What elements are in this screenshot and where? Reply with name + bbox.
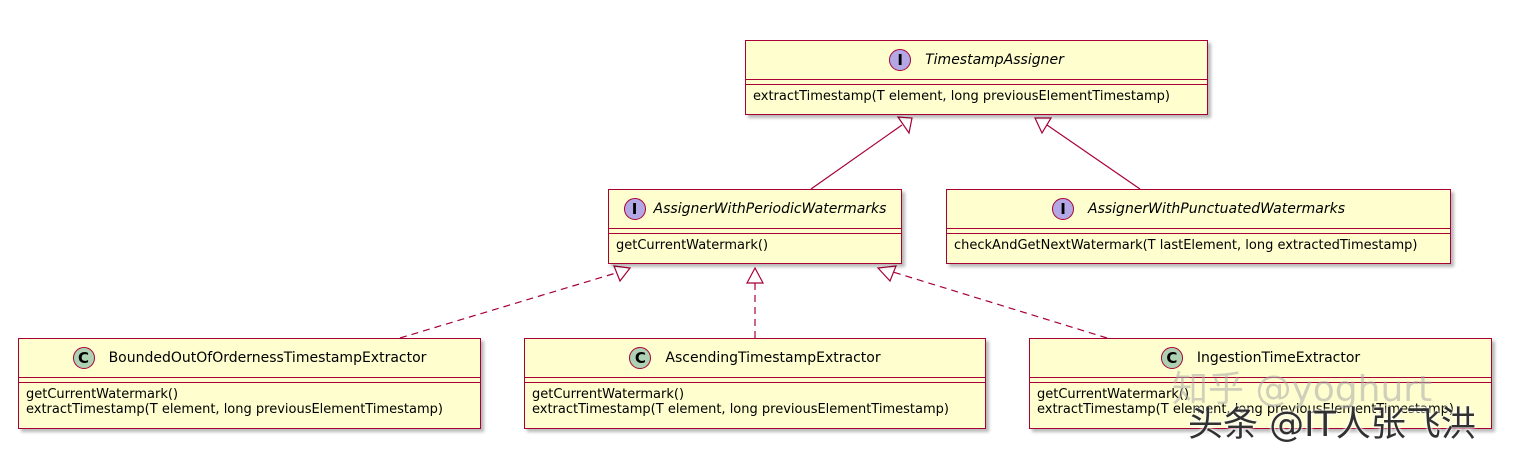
method: extractTimestamp(T element, long previou…	[1037, 402, 1454, 417]
class-name: TimestampAssigner	[925, 52, 1064, 68]
class-name: AscendingTimestampExtractor	[665, 350, 881, 366]
class-header: C AscendingTimestampExtractor	[525, 339, 985, 377]
interface-badge-icon: I	[889, 49, 912, 71]
interface-assigner-with-punctuated-watermarks: I AssignerWithPunctuatedWatermarks check…	[946, 189, 1451, 264]
method-list: getCurrentWatermark()	[616, 238, 897, 253]
method: extractTimestamp(T element, long previou…	[532, 402, 949, 417]
method-list: getCurrentWatermark() extractTimestamp(T…	[26, 387, 476, 417]
class-name: BoundedOutOfOrdernessTimestampExtractor	[108, 350, 427, 366]
class-badge-icon: C	[629, 347, 652, 369]
class-name: IngestionTimeExtractor	[1196, 350, 1361, 366]
attribute-separator	[19, 377, 480, 383]
method: getCurrentWatermark()	[532, 387, 685, 402]
interface-timestamp-assigner: I TimestampAssigner extractTimestamp(T e…	[745, 40, 1208, 115]
method: extractTimestamp(T element, long previou…	[753, 89, 1170, 104]
class-ascending-timestamp-extractor: C AscendingTimestampExtractor getCurrent…	[524, 338, 986, 429]
method-list: getCurrentWatermark() extractTimestamp(T…	[1037, 387, 1487, 417]
edge-punctuated-extends-timestamp-assigner	[1034, 117, 1141, 190]
method-list: extractTimestamp(T element, long previou…	[753, 89, 1203, 104]
edge-ingestion-implements-periodic	[876, 265, 1108, 339]
class-name: AssignerWithPunctuatedWatermarks	[1088, 201, 1345, 217]
class-header: I AssignerWithPunctuatedWatermarks	[947, 190, 1450, 228]
method: getCurrentWatermark()	[1037, 387, 1190, 402]
class-header: I AssignerWithPeriodicWatermarks	[609, 190, 901, 228]
method-list: getCurrentWatermark() extractTimestamp(T…	[532, 387, 981, 417]
interface-badge-icon: I	[623, 198, 646, 220]
method: getCurrentWatermark()	[26, 387, 179, 402]
class-badge-icon: C	[72, 347, 95, 369]
interface-badge-icon: I	[1052, 198, 1074, 220]
edge-periodic-extends-timestamp-assigner	[810, 116, 913, 190]
method: checkAndGetNextWatermark(T lastElement, …	[954, 238, 1418, 253]
attribute-separator	[609, 228, 901, 234]
class-header: C IngestionTimeExtractor	[1030, 339, 1491, 377]
method: extractTimestamp(T element, long previou…	[26, 402, 443, 417]
attribute-separator	[525, 377, 985, 383]
class-header: C BoundedOutOfOrdernessTimestampExtracto…	[19, 339, 480, 377]
method-list: checkAndGetNextWatermark(T lastElement, …	[954, 238, 1446, 253]
class-name: AssignerWithPeriodicWatermarks	[653, 201, 887, 217]
method: getCurrentWatermark()	[616, 238, 769, 253]
class-header: I TimestampAssigner	[746, 41, 1207, 79]
class-ingestion-time-extractor: C IngestionTimeExtractor getCurrentWater…	[1029, 338, 1492, 429]
class-bounded-out-of-orderness-timestamp-extractor: C BoundedOutOfOrdernessTimestampExtracto…	[18, 338, 481, 429]
edge-bounded-implements-periodic	[399, 265, 632, 339]
class-badge-icon: C	[1160, 347, 1183, 369]
edge-ascending-implements-periodic	[746, 266, 764, 338]
attribute-separator	[746, 79, 1207, 85]
attribute-separator	[947, 228, 1450, 234]
attribute-separator	[1030, 377, 1491, 383]
interface-assigner-with-periodic-watermarks: I AssignerWithPeriodicWatermarks getCurr…	[608, 189, 902, 264]
